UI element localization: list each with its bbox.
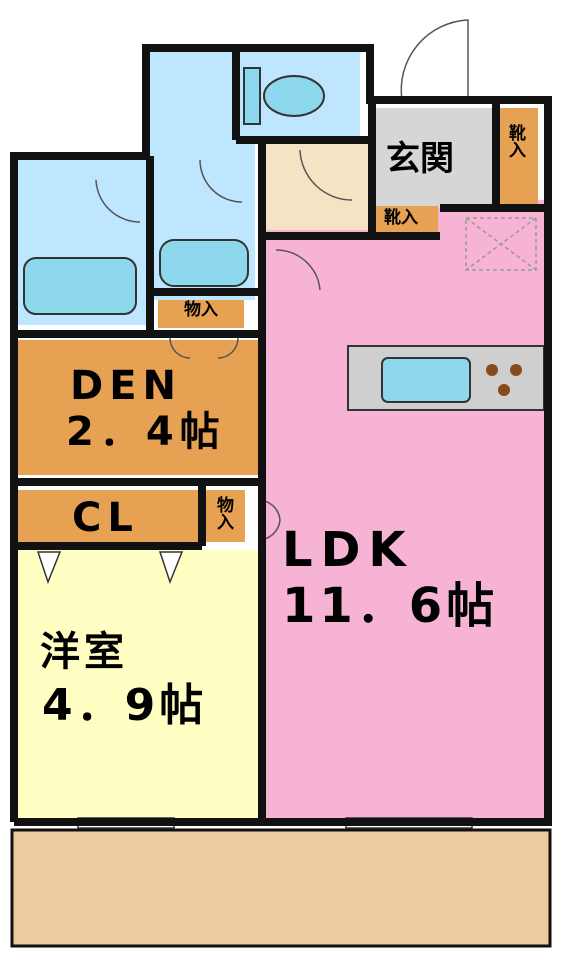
den-floor — [18, 340, 258, 475]
closet-floor — [18, 490, 198, 542]
balcony — [10, 828, 552, 948]
den-name-label: DEN — [70, 363, 183, 409]
entrance-floor — [372, 108, 496, 208]
shoe-storage-bottom-floor — [376, 206, 438, 232]
stove-burner-icon — [486, 364, 498, 376]
fridge-space-cross — [465, 217, 537, 271]
toilet-tank-icon — [243, 67, 261, 125]
walls — [10, 44, 552, 826]
den-size-label: 2．4帖 — [66, 409, 226, 455]
fridge-space — [465, 217, 537, 271]
hallway-floor — [262, 140, 372, 230]
sink-icon — [381, 357, 471, 403]
shoe-storage-right-label: 靴入 — [505, 124, 525, 158]
den-storage-label: 物入 — [184, 300, 218, 320]
western-room-floor — [18, 550, 258, 822]
cl-storage-floor — [205, 490, 245, 542]
washbasin-icon — [159, 239, 249, 287]
ldk-size-label: 11．6帖 — [282, 578, 499, 634]
toilet-bowl-icon — [263, 75, 325, 117]
western-room-name-label: 洋室 — [40, 629, 128, 675]
shoe-storage-right-floor — [498, 108, 538, 206]
closet-label: CL — [72, 495, 139, 541]
closet-door — [36, 551, 62, 585]
den-storage-floor — [158, 298, 244, 328]
stove-burner-icon — [498, 384, 510, 396]
cl-storage-label: 物入 — [213, 496, 233, 530]
shoe-storage-bottom-label: 靴入 — [384, 208, 418, 228]
western-room-size-label: 4．9帖 — [42, 680, 208, 731]
stove-burner-icon — [510, 364, 522, 376]
ldk-name-label: LDK — [282, 522, 414, 578]
closet-door — [158, 551, 184, 585]
ldk-floor — [264, 200, 544, 822]
bathtub-icon — [23, 257, 137, 315]
entrance-label: 玄関 — [386, 139, 454, 179]
